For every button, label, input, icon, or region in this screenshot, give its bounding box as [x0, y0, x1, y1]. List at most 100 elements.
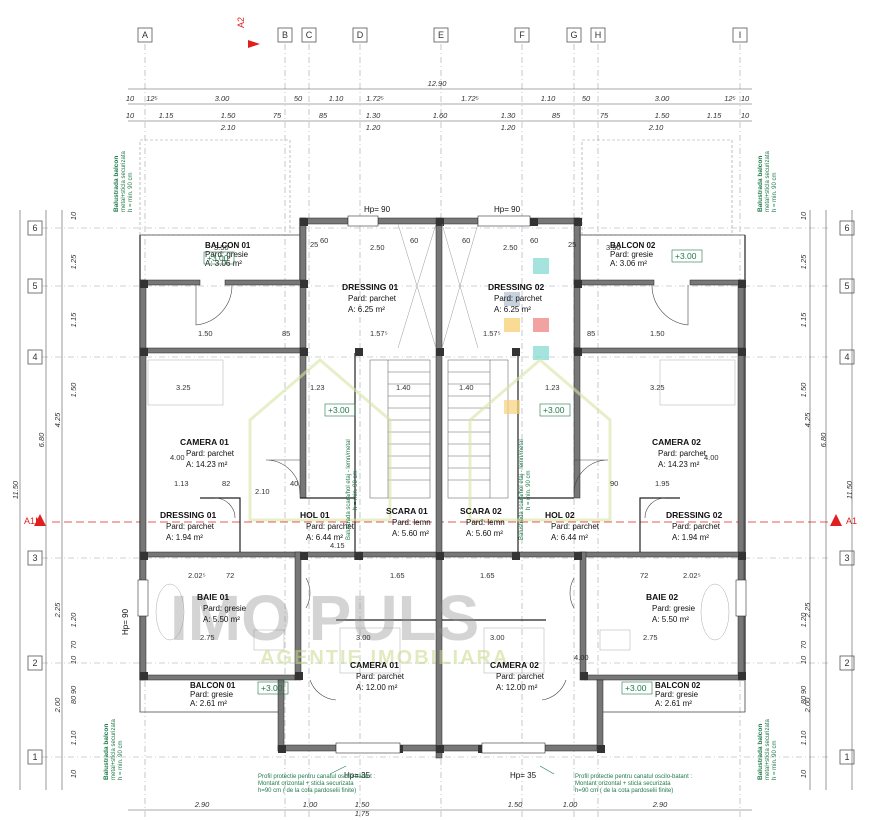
column [140, 280, 148, 288]
dimension-value: 1.20 [366, 123, 381, 132]
note-balustrada-line2: h = min. 90 cm [128, 172, 134, 212]
room-name: DRESSING 01 [160, 510, 216, 520]
room-floor: Pard: gresie [655, 690, 699, 699]
room-area: A: 5.50 m² [203, 615, 240, 624]
dimension-value: 3.00 [215, 94, 230, 103]
dimension-value: 10 [799, 211, 808, 220]
dimension-value: 12⁵ [724, 94, 736, 103]
room-floor: Pard: gresie [610, 250, 654, 259]
column [512, 348, 520, 356]
inner-dimension: 2.10 [255, 487, 270, 496]
dimension-value: 12⁵ [146, 94, 158, 103]
axis-marker-right: 5 [839, 278, 855, 294]
dimension-value: 10 [69, 655, 78, 664]
inner-dimension: 3.00 [490, 633, 505, 642]
column [436, 218, 444, 226]
axis-label-top: C [306, 30, 313, 40]
inner-dimension: 60 [320, 236, 328, 245]
dimension-value: 1.72⁵ [461, 94, 479, 103]
room-area: A: 5.60 m² [392, 529, 429, 538]
dimension-value: 10 [799, 769, 808, 778]
inner-dimension: 2.50 [503, 243, 518, 252]
inner-dimension: 85 [282, 329, 290, 338]
inner-dimension: 85 [587, 329, 595, 338]
note-balustrada-tr: Balustrada balcon metal+sticla securizat… [757, 150, 778, 212]
axis-label-right: 1 [844, 752, 849, 762]
column [574, 552, 582, 560]
note-balustrada-title: Balustrada balcon [103, 724, 110, 780]
room-name: HOL 01 [300, 510, 330, 520]
column [574, 280, 582, 288]
level-markers: +3.00+3.00+3.00+3.00+3.00+3.00 [203, 249, 703, 695]
walls [139, 217, 746, 759]
dimension-value: 11.50 [11, 480, 20, 499]
columns [140, 218, 746, 753]
column [300, 218, 308, 226]
room-name: DRESSING 02 [488, 282, 544, 292]
note-balustrada-line1: metal+sticla securizata [765, 718, 771, 780]
section-mark-top: A2 [236, 17, 260, 48]
inner-dimension: 4.00 [574, 653, 589, 662]
dimension-value: 1.25 [799, 254, 808, 269]
column [738, 552, 746, 560]
room-area: A: 6.25 m² [348, 305, 385, 314]
note-balustrada-line2: h = min. 90 cm [118, 740, 124, 780]
room-area: A: 3.06 m² [610, 259, 647, 268]
inner-dimension: 1.40 [396, 383, 411, 392]
axis-label-top: F [519, 30, 525, 40]
note-scara-01: Balustrada scara/hol etaj - lemn/metal h… [346, 439, 359, 540]
inner-dimension: 2.75 [643, 633, 658, 642]
dimension-value: 1.10 [329, 94, 344, 103]
axis-label-top: D [357, 30, 364, 40]
note-profil-line1: Profil protectie pentru canatul oscilo-b… [575, 774, 692, 780]
room-area: A: 1.94 m² [166, 533, 203, 542]
inner-dimension: 3.00 [356, 633, 371, 642]
room-floor: Pard: lemn [466, 518, 505, 527]
axis-marker-top: E [433, 27, 449, 43]
level-value: +3.00 [543, 405, 565, 415]
dimension-value: 70 [69, 640, 78, 649]
dimension-value: 1.20 [69, 612, 78, 627]
dimension-value: 3.00 [655, 94, 670, 103]
note-profil-line2: Montant orizontal + sticla securizata [575, 781, 671, 787]
axis-marker-top: H [590, 27, 606, 43]
watermark-sub: AGENTIE IMOBILIARA [260, 647, 509, 669]
column [355, 552, 363, 560]
inner-dimension: 60 [410, 236, 418, 245]
note-profil-left: Profil protectie pentru canatul oscilo-b… [258, 765, 375, 794]
inner-dimension: 4.00 [170, 453, 185, 462]
note-balustrada-title: Balustrada balcon [757, 156, 764, 212]
axis-marker-left: 5 [27, 278, 43, 294]
inner-dimension: 72 [640, 571, 648, 580]
dimension-value: 70 [799, 640, 808, 649]
dimension-value: 1.15 [707, 111, 722, 120]
note-scara-height: h = min. 90 cm [526, 470, 532, 510]
dimension-value: 2.10 [648, 123, 664, 132]
axis-marker-left: 6 [27, 220, 43, 236]
room-name: HOL 02 [545, 510, 575, 520]
dimension-value: 4.25 [803, 412, 812, 427]
dimension-value: 2.25 [53, 602, 62, 618]
column [300, 552, 308, 560]
inner-dimension: 3.50 [606, 243, 621, 252]
axis-label-top: H [595, 30, 602, 40]
axis-marker-right: 6 [839, 220, 855, 236]
dimension-value: 75 [600, 111, 609, 120]
inner-dimension: 1.57⁵ [483, 329, 501, 338]
inner-dimension: 4.00 [704, 453, 719, 462]
dimension-value: 2.00 [53, 697, 62, 713]
dimension-value: 75 [273, 111, 282, 120]
note-balustrada-tl: Balustrada balcon metal+sticla securizat… [113, 150, 134, 212]
note-scara-title: Balustrada scara/hol etaj - lemn/metal [346, 439, 352, 540]
dimension-value: 85 [319, 111, 328, 120]
dimension-value: 1.50 [508, 800, 523, 809]
dimension-value: 50 [582, 94, 591, 103]
